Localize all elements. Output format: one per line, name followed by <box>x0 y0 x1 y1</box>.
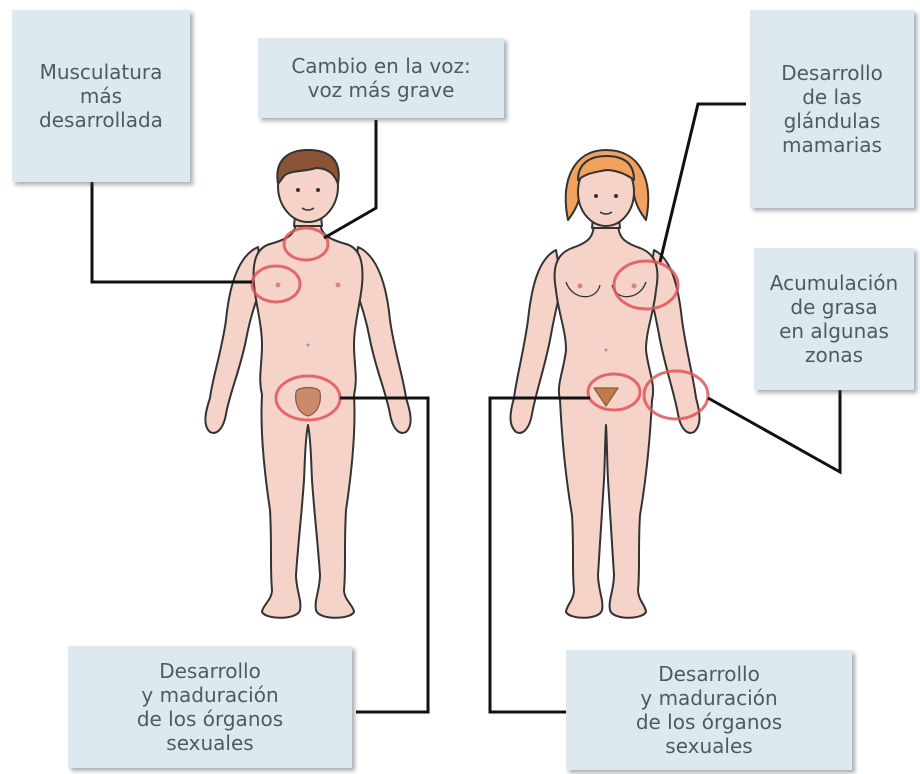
highlight-female-hip <box>642 369 710 421</box>
label-musculatura-line-2: más <box>79 84 123 108</box>
highlight-circles <box>250 226 710 422</box>
label-organos-hombre-line-1: Desarrollo <box>159 659 261 683</box>
connector-organos-mujer <box>488 396 590 714</box>
label-mamarias-line-1: Desarrollo <box>781 61 883 85</box>
label-organos-hombre-line-2: y maduración <box>141 683 279 707</box>
label-mamarias: Desarrollo de las glándulas mamarias <box>750 10 914 208</box>
label-voz-line-2: voz más grave <box>307 78 455 102</box>
label-grasa-line-4: zonas <box>804 343 864 367</box>
female-right-arm <box>647 249 701 434</box>
male-left-arm <box>204 246 263 434</box>
label-grasa-line-1: Acumulación <box>769 271 899 295</box>
label-organos-hombre-line-4: sexuales <box>166 731 254 755</box>
label-musculatura: Musculatura más desarrollada <box>12 10 190 182</box>
label-voz: Cambio en la voz: voz más grave <box>258 38 504 118</box>
label-musculatura-line-3: desarrollada <box>39 108 163 132</box>
label-voz-line-1: Cambio en la voz: <box>291 54 471 78</box>
highlight-male-throat <box>282 226 330 262</box>
label-grasa: Acumulación de grasa en algunas zonas <box>754 248 914 390</box>
label-organos-mujer-line-1: Desarrollo <box>658 662 760 686</box>
connector-organos-hombre <box>340 396 430 714</box>
highlight-female-genitals <box>586 372 642 412</box>
connector-lines <box>90 102 842 714</box>
label-organos-mujer: Desarrollo y maduración de los órganos s… <box>566 650 852 770</box>
label-organos-mujer-line-3: de los órganos <box>635 710 783 734</box>
label-grasa-line-3: en algunas <box>779 319 889 343</box>
female-body <box>553 221 659 619</box>
label-organos-hombre-line-3: de los órganos <box>136 707 284 731</box>
highlight-male-chest <box>250 264 302 304</box>
female-figure <box>509 149 701 619</box>
connector-grasa <box>707 390 842 475</box>
male-genitals <box>295 386 321 417</box>
label-organos-mujer-line-2: y maduración <box>640 686 778 710</box>
connector-musculatura <box>90 180 252 284</box>
label-grasa-line-2: de grasa <box>790 295 878 319</box>
label-mamarias-line-3: glándulas <box>783 109 881 133</box>
highlight-female-breast <box>612 259 680 311</box>
label-organos-hombre: Desarrollo y maduración de los órganos s… <box>68 646 352 768</box>
male-hair <box>276 149 340 185</box>
connector-mamarias <box>658 102 746 263</box>
male-right-arm <box>353 246 412 434</box>
label-organos-mujer-line-4: sexuales <box>665 734 753 758</box>
female-genitals <box>593 387 619 407</box>
male-figure <box>204 149 412 619</box>
connector-voz <box>323 120 378 240</box>
label-mamarias-line-4: mamarias <box>782 133 882 157</box>
label-musculatura-line-1: Musculatura <box>39 60 163 84</box>
female-left-arm <box>509 249 563 434</box>
label-mamarias-line-2: de las <box>802 85 862 109</box>
